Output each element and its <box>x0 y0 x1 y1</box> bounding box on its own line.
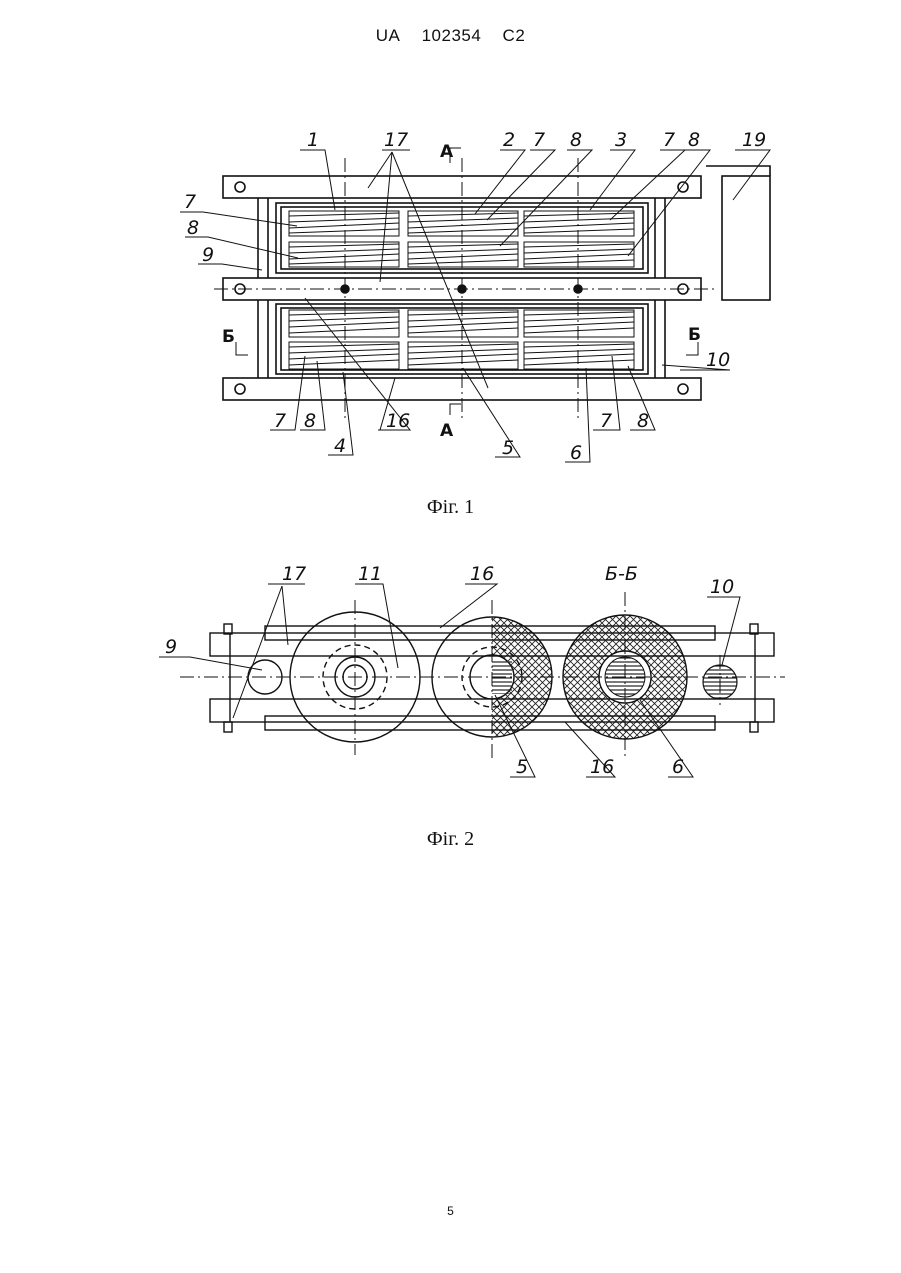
fig2-label-5: 5 <box>516 756 528 778</box>
fig1-label-7-left: 7 <box>184 191 196 213</box>
fig1-section-a-top: A <box>440 142 454 162</box>
coil-block-upper-2 <box>408 211 518 267</box>
patent-country: UA <box>376 26 401 46</box>
fig1-label-8-bottom-b: 8 <box>637 410 649 432</box>
page-number: 5 <box>0 1204 901 1218</box>
fig1-section-b-right: Б <box>688 325 701 345</box>
fig2-label-11: 11 <box>358 563 382 585</box>
coil-block-lower-3 <box>524 310 634 369</box>
fig1-section-a-bottom: A <box>440 421 454 441</box>
figure-1-caption: Фіг. 1 <box>0 496 901 519</box>
fig1-label-2: 2 <box>503 129 515 151</box>
fig1-label-1: 1 <box>307 129 319 151</box>
fig1-label-6: 6 <box>570 442 582 464</box>
fig2-label-9: 9 <box>165 636 177 658</box>
fig1-label-3: 3 <box>615 129 627 151</box>
coil-block-lower-1 <box>289 310 399 369</box>
figure-2-drawing: 17 11 16 Б-Б 10 9 5 16 6 <box>0 555 901 785</box>
fig1-label-8-left: 8 <box>187 217 199 239</box>
figure-1-drawing: 1 17 A 2 7 8 3 7 8 19 7 8 9 Б Б 10 7 8 1… <box>0 120 901 470</box>
patent-header: UA 102354 C2 <box>0 26 901 46</box>
fig1-label-8-bottom-a: 8 <box>304 410 316 432</box>
fig1-label-10: 10 <box>706 349 730 371</box>
fig1-label-16: 16 <box>386 410 410 432</box>
fig1-label-19: 19 <box>742 129 766 151</box>
fig1-label-7-bottom-b: 7 <box>600 410 612 432</box>
patent-number: 102354 <box>422 26 482 46</box>
patent-kind: C2 <box>503 26 526 46</box>
fig1-label-8-top-a: 8 <box>570 129 582 151</box>
fig1-label-7-bottom-a: 7 <box>274 410 286 432</box>
fig2-label-17: 17 <box>282 563 306 585</box>
fig1-label-8-top-b: 8 <box>688 129 700 151</box>
fig2-label-16-top: 16 <box>470 563 494 585</box>
drive-housing-19 <box>722 176 770 300</box>
fig1-label-7-top-a: 7 <box>533 129 545 151</box>
fig1-label-17: 17 <box>384 129 408 151</box>
figure-2-caption: Фіг. 2 <box>0 828 901 851</box>
fig2-label-16-bottom: 16 <box>590 756 614 778</box>
fig2-section-label: Б-Б <box>605 563 638 585</box>
coil-block-lower-2 <box>408 310 518 369</box>
fig1-label-7-top-b: 7 <box>663 129 675 151</box>
coil-block-upper-3 <box>524 211 634 267</box>
fig1-label-5: 5 <box>502 437 514 459</box>
fig1-label-4: 4 <box>334 435 346 457</box>
fig2-label-6: 6 <box>672 756 684 778</box>
fig1-label-9: 9 <box>202 244 214 266</box>
fig2-label-10: 10 <box>710 576 734 598</box>
fig1-section-b-left: Б <box>222 327 235 347</box>
